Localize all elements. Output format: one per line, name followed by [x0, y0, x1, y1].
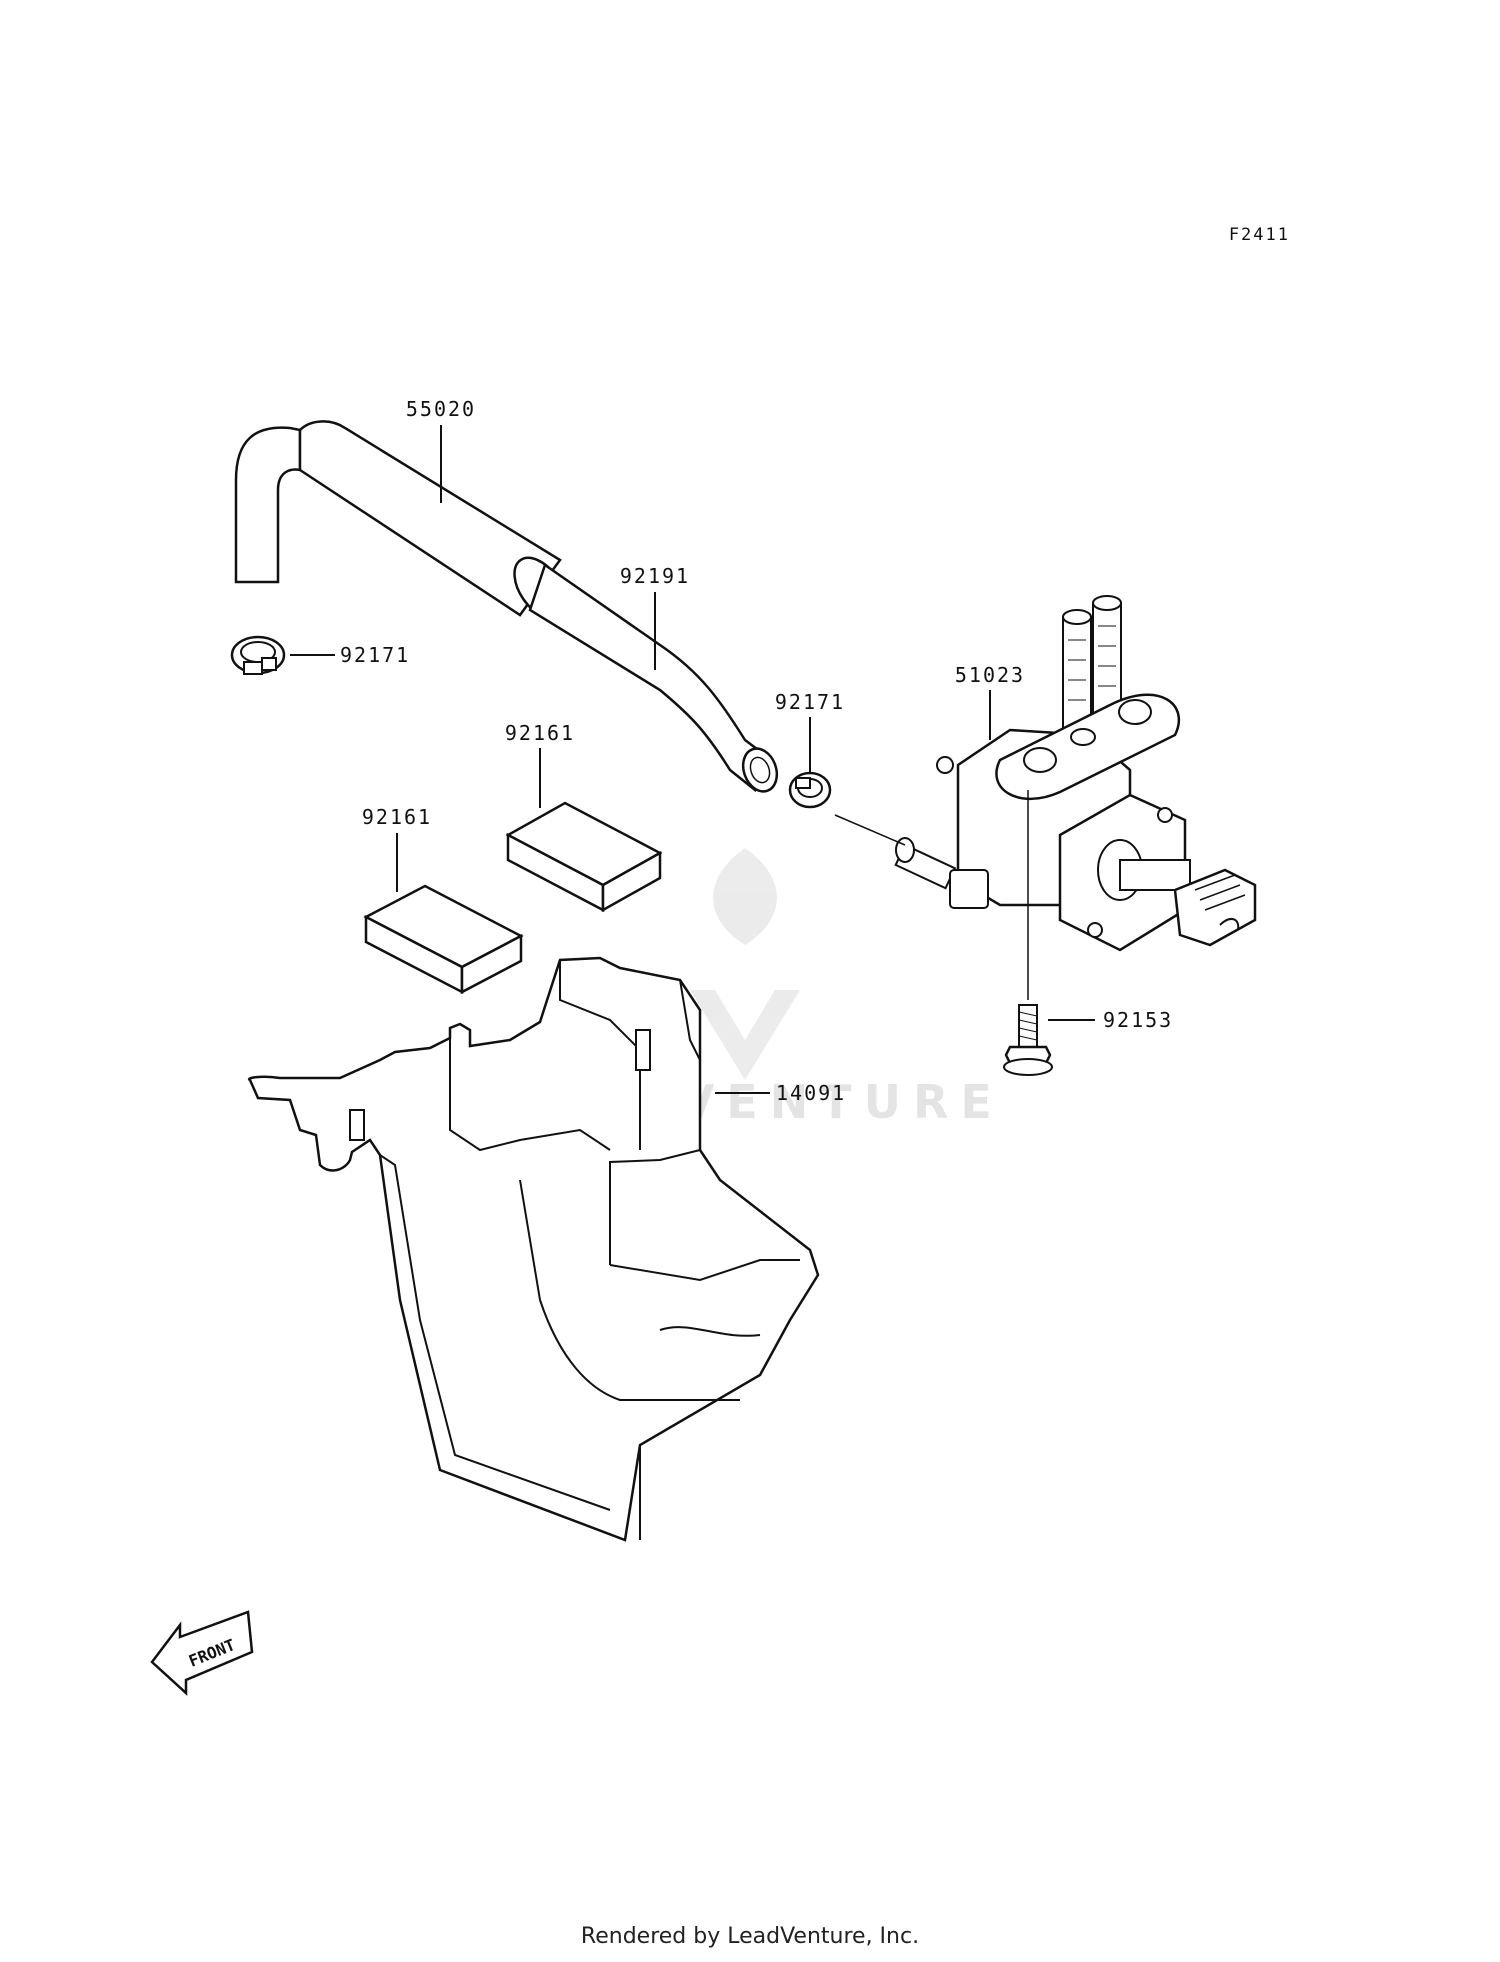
- callout-92161-upper: 92161: [505, 721, 575, 745]
- clamp-92171-left: [230, 635, 286, 675]
- front-direction-arrow: FRONT: [150, 1610, 254, 1696]
- figure-ref-code: F2411: [1229, 225, 1290, 245]
- bolt-92153: [1003, 1004, 1053, 1076]
- callout-55020: 55020: [406, 397, 476, 421]
- fuel-hose-92191: [528, 563, 779, 793]
- cover-14091: [247, 956, 820, 1542]
- callout-92171-left: 92171: [340, 643, 410, 667]
- fuel-cock-51023: [894, 595, 1257, 952]
- callout-92153: 92153: [1103, 1008, 1173, 1032]
- callout-92171-right: 92171: [775, 690, 845, 714]
- clamp-92171-right: [788, 771, 832, 809]
- leader-lines: [290, 425, 1095, 1094]
- pad-92161-lower: [363, 884, 524, 995]
- callout-92191: 92191: [620, 564, 690, 588]
- callout-92161-lower: 92161: [362, 805, 432, 829]
- callout-14091: 14091: [776, 1081, 846, 1105]
- breather-hose-55020: [234, 420, 567, 620]
- callout-51023: 51023: [955, 663, 1025, 687]
- pad-92161-upper: [505, 801, 663, 913]
- footer-credit: Rendered by LeadVenture, Inc.: [580, 1924, 920, 1949]
- watermark-logo: [690, 848, 800, 1080]
